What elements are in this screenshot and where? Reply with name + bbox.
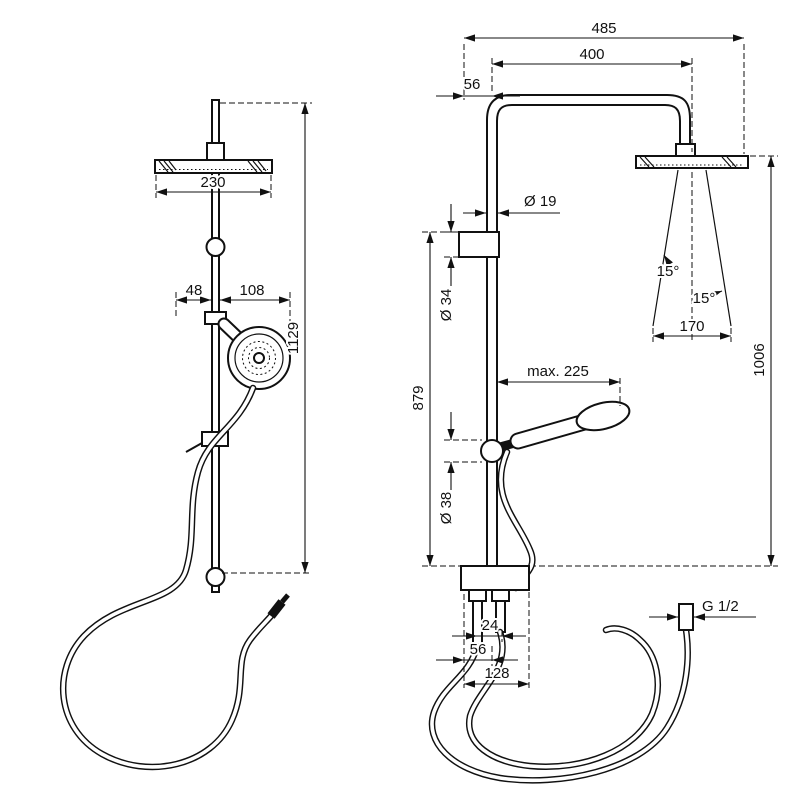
- side-wall-bracket: [458, 231, 500, 258]
- dim-side-hose-thread: G 1/2: [649, 596, 756, 621]
- spray-angle-right-label: 15°: [693, 290, 716, 307]
- side-hose-fitting: [678, 603, 694, 631]
- dim-side-joint-diameter: Ø 38: [436, 412, 482, 526]
- dim-side-pipe-diameter: Ø 19: [463, 191, 560, 217]
- dim-side-bracket-diameter: Ø 34: [436, 204, 466, 323]
- dim-side-max-reach: max. 225: [497, 361, 621, 406]
- side-shower-hose: [428, 603, 694, 784]
- front-hose-fitting: [267, 593, 290, 619]
- dim-front-handshower-diameter: 108: [220, 280, 291, 330]
- front-shower-hose: [60, 384, 290, 771]
- dim-front-total-height: 1129: [220, 102, 312, 574]
- dim-side-top-wall-offset-label: 56: [464, 76, 481, 93]
- side-valve-body: [460, 565, 530, 647]
- dim-side-joint-diameter-label: Ø 38: [438, 492, 455, 525]
- dim-side-spray-width: 170: [652, 316, 732, 342]
- dim-front-head-width-label: 230: [200, 174, 225, 191]
- dim-front-holder-offset-label: 48: [186, 282, 203, 299]
- dim-side-outlet-spacing-label: 24: [482, 617, 499, 634]
- dim-side-arm-reach-label: 400: [579, 46, 604, 63]
- side-view: 15° 15°: [408, 18, 778, 784]
- front-overhead-shower: [154, 159, 273, 174]
- side-spray-cone: 15° 15°: [652, 169, 732, 340]
- dim-side-spray-width-label: 170: [679, 318, 704, 335]
- dim-side-top-wall-offset: 56: [436, 74, 520, 100]
- dim-side-bar-length: 879: [408, 231, 458, 566]
- side-hand-shower: [480, 400, 631, 463]
- dim-side-bottom-wall-offset-label: 56: [470, 641, 487, 658]
- side-head-hatching: [639, 156, 737, 168]
- front-riser-pipe: [205, 99, 226, 593]
- spray-angle-left-label: 15°: [657, 263, 680, 280]
- dim-side-pipe-diameter-label: Ø 19: [524, 193, 557, 210]
- dim-side-overall-width-label: 485: [591, 20, 616, 37]
- dim-side-outlet-spacing: 24: [452, 615, 526, 642]
- dim-side-arm-reach: 400: [491, 44, 693, 152]
- front-view: 230 48 108 1129: [60, 99, 312, 771]
- dim-side-base-depth-label: 128: [484, 665, 509, 682]
- dim-front-head-width: 230: [155, 172, 272, 198]
- front-hand-shower: [204, 311, 291, 390]
- dim-front-total-height-label: 1129: [285, 322, 302, 354]
- dim-side-bracket-diameter-label: Ø 34: [438, 289, 455, 322]
- dim-side-max-reach-label: max. 225: [527, 363, 589, 380]
- dim-side-head-height-label: 1006: [751, 343, 768, 376]
- dim-front-holder-offset: 48: [175, 280, 211, 318]
- dim-side-bottom-wall-offset: 56: [436, 594, 518, 688]
- dim-side-head-height: 1006: [749, 155, 778, 566]
- dim-front-handshower-diameter-label: 108: [239, 282, 264, 299]
- dim-side-base-depth: 128: [464, 592, 530, 690]
- side-overhead-shower: [635, 155, 749, 169]
- dim-side-bar-length-label: 879: [410, 385, 427, 410]
- dim-side-hose-thread-label: G 1/2: [702, 598, 739, 615]
- front-head-hatching: [158, 160, 267, 173]
- dim-side-overall-width: 485: [463, 18, 745, 154]
